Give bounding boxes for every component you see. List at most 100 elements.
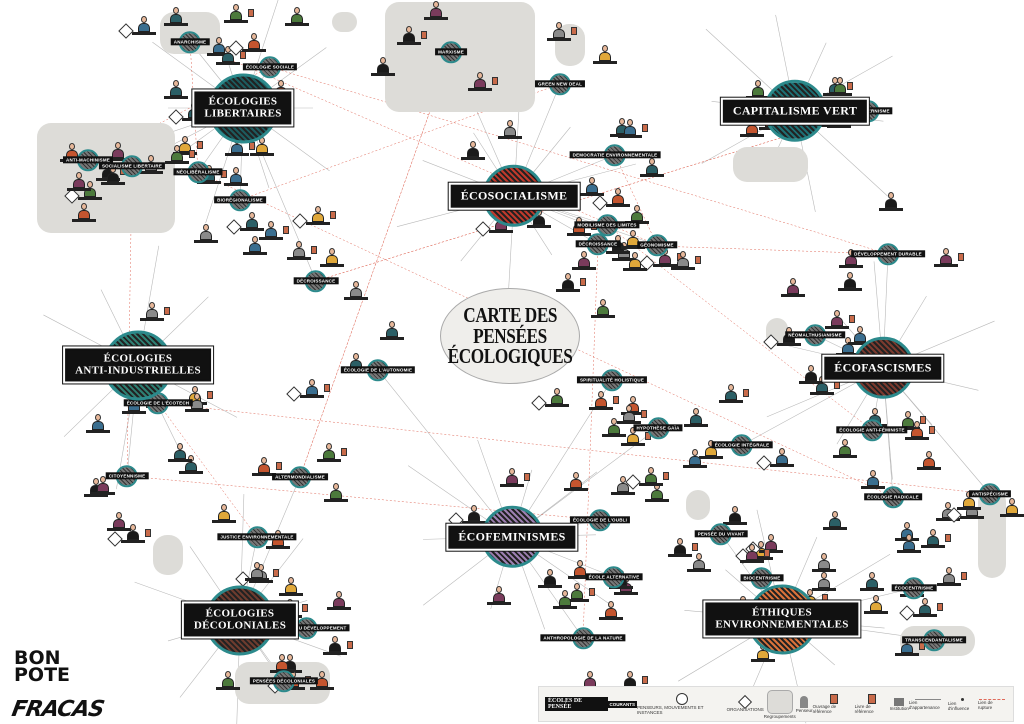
thinker-avatar[interactable] (77, 180, 102, 200)
thinker-avatar[interactable] (861, 469, 886, 489)
thinker-avatar[interactable] (571, 250, 596, 270)
thinker-avatar[interactable] (811, 571, 836, 591)
thinker-avatar[interactable] (462, 504, 487, 524)
book-icon[interactable] (641, 124, 648, 133)
thinker-avatar[interactable] (896, 533, 921, 553)
thinker-avatar[interactable] (259, 220, 284, 240)
thinker-avatar[interactable] (305, 205, 330, 225)
book-icon[interactable] (189, 150, 196, 159)
thinker-avatar[interactable] (916, 450, 941, 470)
thinker-avatar[interactable] (564, 582, 589, 602)
current-node[interactable]: ANARCHISME (170, 30, 210, 53)
thinker-avatar[interactable] (287, 240, 312, 260)
school-capitalisme-vert[interactable]: CAPITALISME VERT (720, 80, 870, 142)
thinker-avatar[interactable] (719, 384, 744, 404)
book-icon[interactable] (492, 76, 498, 85)
thinker-avatar[interactable] (567, 559, 592, 579)
book-icon[interactable] (145, 529, 152, 538)
book-icon[interactable] (612, 396, 619, 405)
thinker-avatar[interactable] (249, 137, 274, 157)
current-node[interactable]: BIOCENTRISME (740, 566, 784, 589)
thinker-avatar[interactable] (606, 187, 631, 207)
current-node[interactable]: ÉCOLOGIE DE L'AUTONOMIE (340, 358, 416, 381)
thinker-avatar[interactable] (121, 524, 146, 544)
thinker-avatar[interactable] (670, 251, 695, 271)
current-node[interactable]: NÉOLIBÉRALISME (173, 160, 223, 183)
current-node[interactable]: SPIRITUALITÉ HOLISTIQUE (576, 368, 648, 391)
current-node[interactable]: ÉCOLOGIE INTÉGRALE (711, 433, 773, 456)
thinker-avatar[interactable] (622, 251, 647, 271)
thinker-avatar[interactable] (242, 236, 267, 256)
thinker-avatar[interactable] (251, 456, 276, 476)
thinker-avatar[interactable] (72, 203, 97, 223)
current-node[interactable]: NÉOMALTHUSIANISME (785, 323, 845, 346)
current-node[interactable]: GREEN NEW DEAL (534, 72, 586, 95)
book-icon[interactable] (663, 471, 670, 480)
book-icon[interactable] (283, 225, 290, 234)
thinker-avatar[interactable] (223, 166, 248, 186)
thinker-avatar[interactable] (913, 598, 937, 618)
book-icon[interactable] (524, 473, 531, 482)
thinker-avatar[interactable] (90, 476, 115, 496)
bonpote-logo[interactable]: BON POTE (14, 648, 70, 685)
thinker-avatar[interactable] (798, 365, 823, 384)
book-icon[interactable] (937, 603, 943, 612)
fracas-logo[interactable]: FRACAS (9, 697, 106, 722)
thinker-avatar[interactable] (317, 443, 342, 463)
thinker-avatar[interactable] (847, 325, 872, 345)
book-icon[interactable] (323, 383, 330, 392)
book-icon[interactable] (311, 245, 318, 254)
thinker-avatar[interactable] (284, 6, 309, 26)
thinker-avatar[interactable] (396, 26, 421, 46)
thinker-avatar[interactable] (863, 595, 888, 615)
thinker-avatar[interactable] (920, 528, 945, 548)
thinker-avatar[interactable] (832, 439, 857, 459)
thinker-avatar[interactable] (812, 553, 837, 573)
thinker-avatar[interactable] (207, 37, 232, 57)
current-node[interactable]: DÉVELOPPEMENT DURABLE (851, 242, 925, 265)
current-node[interactable]: DÉCROISSANCE (575, 232, 621, 255)
thinker-avatar[interactable] (740, 544, 765, 564)
thinker-avatar[interactable] (599, 601, 624, 621)
thinker-avatar[interactable] (131, 15, 156, 35)
current-node[interactable]: ÉCOLOGIE ANTI-FÉMINISTE (836, 418, 908, 441)
current-node[interactable]: PENSÉES DÉCOLONIALES (249, 669, 319, 692)
thinker-avatar[interactable] (616, 405, 641, 425)
thinker-avatar[interactable] (545, 388, 570, 408)
book-icon[interactable] (329, 210, 336, 219)
thinker-avatar[interactable] (547, 22, 572, 42)
current-node[interactable]: ÉCOLOGIE SOCIALE (242, 55, 298, 78)
book-icon[interactable] (247, 9, 254, 18)
thinker-avatar[interactable] (239, 211, 264, 231)
current-node[interactable]: DEMOCRATIE ENVIRONNEMENTALE (569, 143, 661, 166)
thinker-avatar[interactable] (193, 224, 218, 244)
thinker-avatar[interactable] (139, 301, 164, 321)
thinker-avatar[interactable] (823, 511, 848, 531)
thinker-avatar[interactable] (956, 490, 981, 510)
thinker-avatar[interactable] (85, 413, 110, 433)
thinker-avatar[interactable] (500, 468, 525, 488)
current-node[interactable]: ÉCOCENTRISME (891, 576, 937, 599)
thinker-avatar[interactable] (555, 272, 580, 292)
book-icon[interactable] (929, 426, 936, 435)
current-node[interactable]: CITOYENNISME (105, 464, 149, 487)
book-icon[interactable] (273, 568, 280, 577)
thinker-avatar[interactable] (684, 408, 708, 428)
thinker-avatar[interactable] (278, 576, 303, 596)
thinker-avatar[interactable] (780, 277, 805, 297)
current-node[interactable]: ÉCOLE ALTERNATIVE (585, 565, 643, 588)
current-node[interactable]: ANTI-MACHINISME (63, 148, 113, 171)
thinker-avatar[interactable] (320, 247, 345, 267)
current-node[interactable]: TRANSCENDANTALISME (902, 628, 966, 651)
thinker-avatar[interactable] (590, 299, 615, 319)
current-node[interactable]: ALTERMONDIALISME (272, 465, 328, 488)
thinker-avatar[interactable] (769, 448, 794, 468)
book-icon[interactable] (691, 543, 698, 552)
thinker-avatar[interactable] (468, 71, 492, 91)
thinker-avatar[interactable] (242, 33, 267, 53)
thinker-avatar[interactable] (999, 497, 1024, 517)
thinker-avatar[interactable] (617, 119, 642, 139)
thinker-avatar[interactable] (370, 57, 395, 77)
